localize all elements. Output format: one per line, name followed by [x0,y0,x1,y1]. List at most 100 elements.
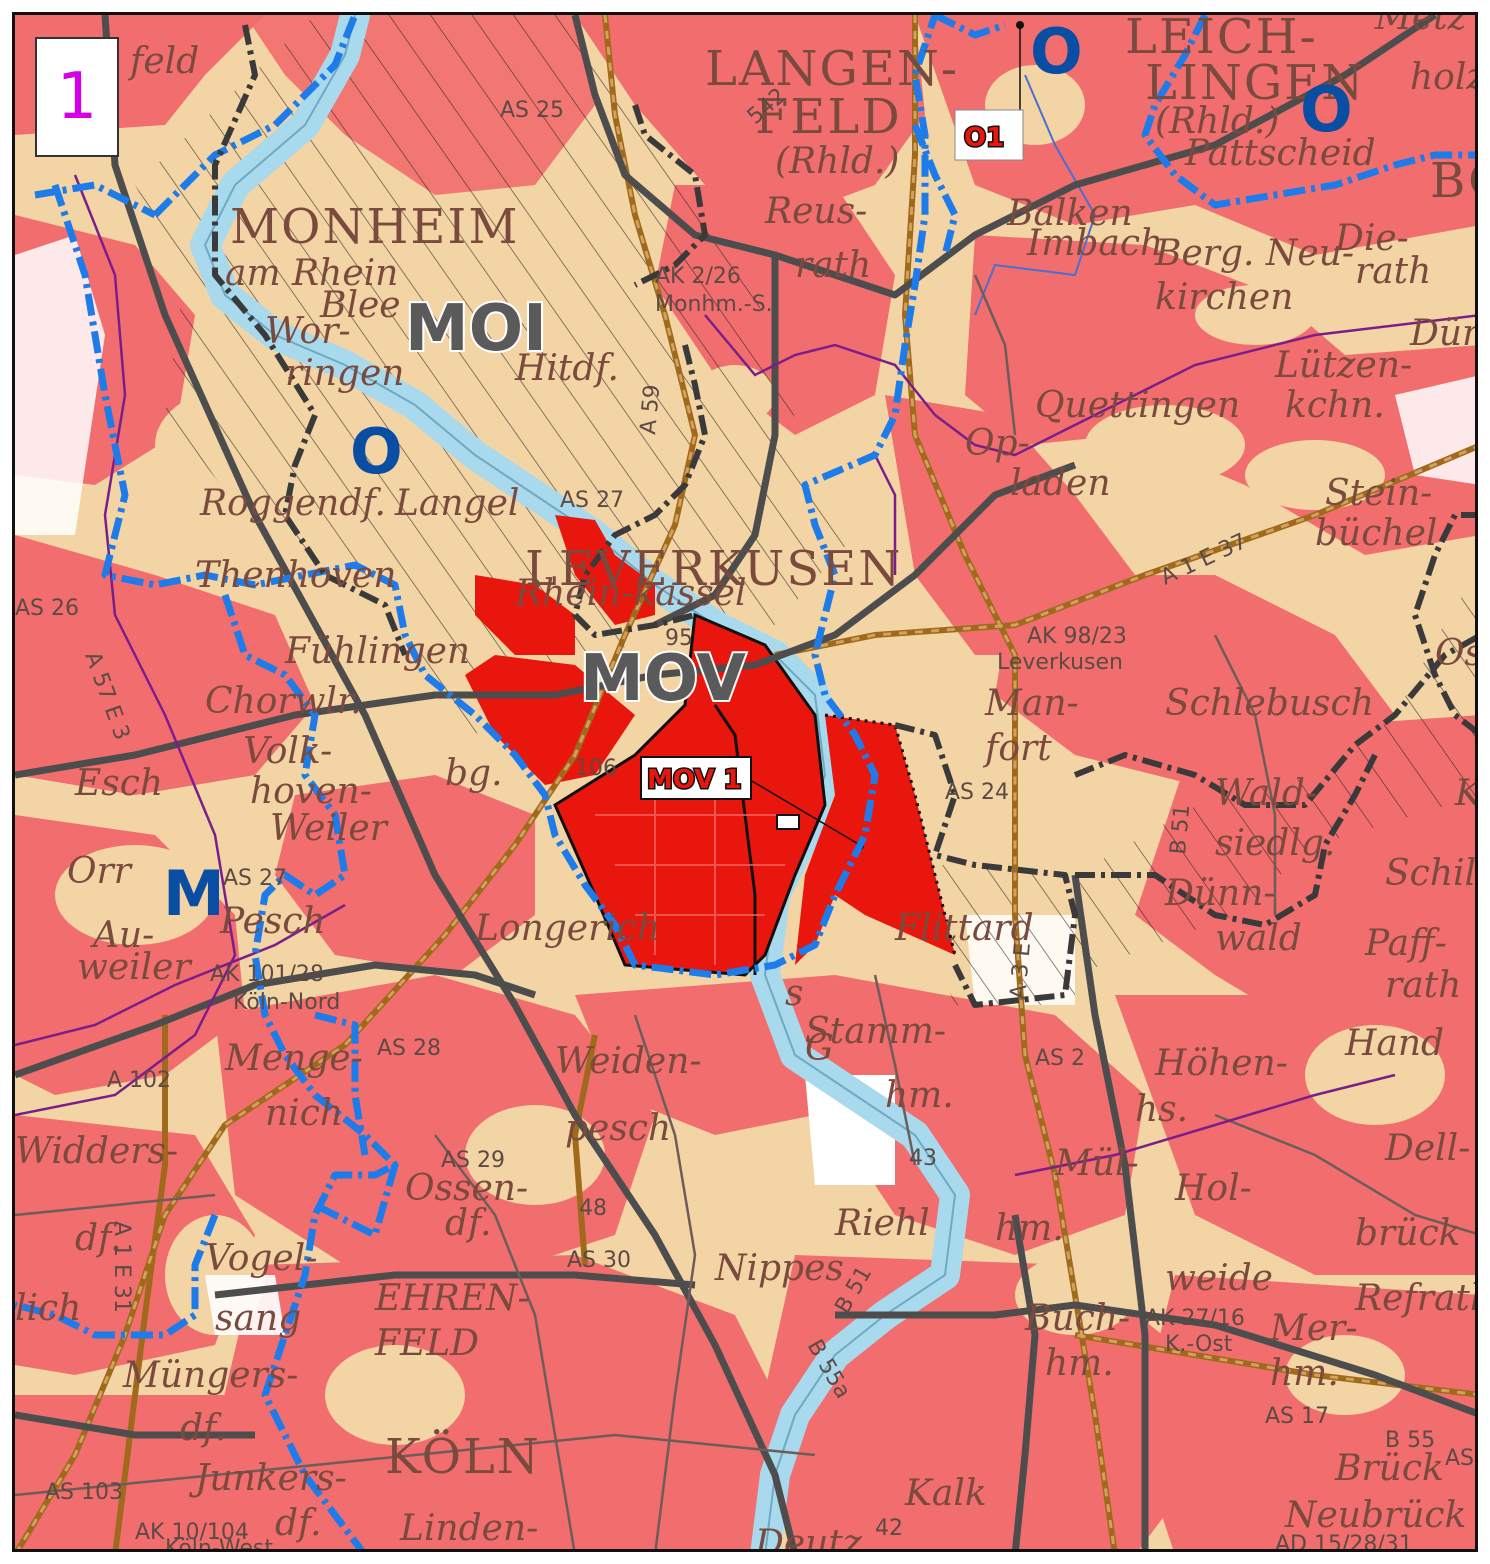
place-manfort-1: Man- [984,683,1079,724]
place-opladen-2: laden [1010,463,1111,504]
panel-number: 1 [35,37,119,157]
place-vogelsang-1: Vogel- [205,1238,317,1279]
place-holz: holz [1410,57,1478,98]
place-stammheim-2: hm. [885,1075,954,1116]
place-holweide-1: Hol- [1174,1168,1252,1209]
place-dellbrueck-1: Dell- [1384,1128,1470,1169]
mov-dotted-edge [824,713,957,956]
place-langel: Langel [394,483,519,524]
road-as-east: AS [1445,1446,1474,1471]
place-volkhoven-2: hoven- [250,771,372,812]
place-riehl: Riehl [834,1203,930,1244]
regional-boundaries [15,15,1475,1549]
place-langenfeld-2: FELD [755,89,902,145]
place-hoehenhaus-1: Höhen- [1154,1043,1288,1084]
place-g: G [805,1028,834,1069]
road-koeln-nord: Köln-Nord [233,990,340,1015]
place-osen: Osen [1435,633,1478,674]
place-pesch: Pesch [219,901,326,942]
place-volkhoven-1: Volk- [243,731,332,772]
regional-plan-map[interactable]: feld LANGEN- FELD (Rhld.) LEICH- LINGEN … [15,15,1478,1552]
o1-tag-label: O1 [964,123,1004,153]
place-names: feld LANGEN- FELD (Rhld.) LEICH- LINGEN … [15,15,1478,1552]
place-kalk: Kalk [904,1473,987,1514]
place-volkhoven-3: Weiler [270,808,389,849]
place-orr: Orr [67,851,133,892]
place-hoehenhaus-2: hs. [1135,1089,1188,1130]
place-metz: Metz [1374,15,1468,38]
place-luetzenkirchen-2: kchn. [1285,385,1385,426]
road-a59: A 59 [636,383,665,435]
road-ak98: AK 98/23 [1027,624,1127,649]
place-bergheim: bg. [445,753,503,794]
road-ak98-name: Leverkusen [997,650,1123,675]
place-thenhoven: Thenhoven [195,555,396,596]
place-leverkusen: LEVERKUSEN [525,541,902,597]
road-a1-e31: A 1 E 31 [109,1221,134,1313]
place-buchheim-2: hm. [1045,1343,1114,1384]
place-hand: Hand [1344,1023,1444,1064]
place-longerich: Longerich [474,908,660,949]
place-roggendorf: Roggendf. [199,483,386,524]
place-junkersdorf-2: df. [275,1503,322,1544]
place-berg-neukirchen-2: kirchen [1155,277,1293,318]
mov1-leader-line [744,776,861,846]
place-feld: feld [127,41,199,82]
mov-red-strip-north [555,515,655,625]
o1-tag[interactable]: O1 [954,21,1024,161]
place-luetzenkirchen-1: Lützen- [1274,345,1412,386]
rhine-river-edge [203,15,957,1549]
place-langenfeld-1: LANGEN- [705,41,959,97]
place-balken: Balken [1006,193,1133,234]
place-merheim-2: hm. [1270,1353,1339,1394]
region-moi: MOI [405,292,547,366]
place-leichlingen-1: LEICH- [1125,15,1318,65]
road-as30: AS 30 [567,1248,631,1273]
place-flittard: Flittard [894,908,1034,949]
place-merheim-1: Mer- [1269,1308,1358,1349]
road-as26: AS 26 [15,596,79,621]
place-blee: Blee [319,285,401,326]
place-muengersdorf-2: df. [180,1408,227,1449]
planning-boundaries [212,24,1475,1008]
place-stammheim-1: Stamm- [805,1011,946,1052]
place-reusrath-1: Reus- [764,191,867,232]
place-neubrueck: Neubrück [1284,1495,1466,1536]
mov-red-strip-west [465,575,635,785]
place-ehrenfeld-2: FELD [374,1323,479,1364]
road-as17: AS 17 [1265,1404,1329,1429]
road-ad15: AD 15/28/31 [1275,1532,1413,1552]
road-koeln-ost: K.-Ost [1165,1332,1233,1357]
place-reusrath-2: rath [795,245,871,286]
place-waldsiedlung-2: siedlg. [1215,823,1335,864]
place-monheim: MONHEIM [230,199,520,255]
place-deutz: Deutz [754,1523,863,1552]
road-a3: A 3 E [1006,942,1036,1001]
place-dierath-1: Die- [1334,218,1409,259]
place-lindenthal: Linden- [399,1508,538,1549]
place-duersch: Dürsch [1409,313,1478,354]
place-mengenich-2: nich [265,1093,343,1134]
road-43: 43 [909,1146,937,1171]
mov-red-grid [595,775,795,965]
place-steinbuechel-1: Stein- [1325,473,1432,514]
place-rhld: (Rhld.) [1155,101,1279,142]
place-ossendorf-1: Ossen- [405,1168,528,1209]
place-vogelsang-2: sang [215,1298,301,1339]
zone-o-west: O [350,415,403,488]
place-koeln: KÖLN [385,1428,541,1485]
place-widdersdorf-1: Widders- [15,1131,178,1172]
place-schlebusch: Schlebusch [1165,683,1374,724]
east-hatched-zone [1075,581,1475,975]
zone-o-north: O [1030,15,1083,88]
place-wormingen-1: Wor- [265,311,351,352]
place-steinbuechel-2: büchel [1315,513,1437,554]
place-leichlingen-2: LINGEN [1145,55,1365,111]
place-holweide-2: weide [1165,1258,1273,1299]
mov1-tag[interactable]: MOV 1 [640,756,752,800]
place-weidenpesch-1: Weiden- [555,1041,702,1082]
place-chorweiler: Chorwlr. [205,681,362,722]
place-paffrath-1: Paff- [1364,923,1447,964]
place-weidenpesch-2: pesch [565,1108,671,1149]
purple-lines [15,174,1475,1177]
